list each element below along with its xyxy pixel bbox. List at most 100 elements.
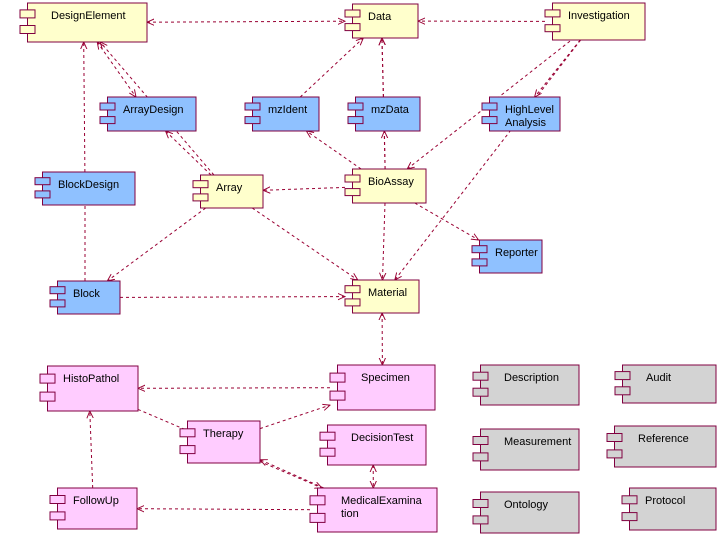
- component-label: Therapy: [203, 428, 244, 440]
- component-tab: [471, 258, 488, 267]
- dependency-bio-assay-to-reporter: [414, 202, 479, 240]
- component-mz-data[interactable]: mzData: [347, 96, 421, 132]
- component-tab: [19, 9, 36, 19]
- component-body: [327, 424, 427, 466]
- component-tab: [621, 495, 638, 505]
- component-tab: [614, 386, 631, 396]
- component-tab: [99, 116, 116, 125]
- component-tab: [49, 511, 66, 521]
- component-body: [200, 174, 264, 209]
- component-tab: [472, 515, 489, 525]
- component-description[interactable]: Description: [472, 364, 580, 406]
- component-tab: [344, 298, 361, 307]
- component-body: [629, 487, 717, 531]
- component-ontology[interactable]: Ontology: [472, 491, 580, 534]
- component-tab: [329, 372, 346, 383]
- component-body: [107, 96, 197, 132]
- component-array-design[interactable]: ArrayDesign: [99, 96, 197, 132]
- component-body: [352, 3, 419, 39]
- component-body: [352, 279, 420, 314]
- component-tab: [319, 447, 336, 457]
- dependency-block-to-material: [119, 297, 345, 298]
- dependency-bio-assay-to-array: [263, 187, 346, 190]
- component-label: Specimen: [361, 372, 410, 384]
- dependency-design-element-to-data: [147, 21, 345, 22]
- components: DesignElement Data InvestigationArrayDesig…: [19, 2, 717, 534]
- dependency-specimen-to-histo-pathol: [138, 388, 331, 389]
- component-label: HistoPathol: [63, 373, 119, 385]
- component-label: Reference: [638, 433, 689, 445]
- component-body: [42, 171, 136, 206]
- component-protocol[interactable]: Protocol: [621, 487, 717, 531]
- component-tab: [481, 116, 498, 125]
- dependency-array-to-array-design: [166, 131, 212, 176]
- component-bio-assay[interactable]: BioAssay: [344, 168, 427, 204]
- component-label: Audit: [646, 372, 671, 384]
- component-label: Ontology: [504, 499, 549, 511]
- dependency-investigation-to-material: [395, 39, 582, 280]
- component-body: [552, 2, 646, 41]
- component-body: [27, 2, 148, 43]
- component-body: [622, 364, 717, 404]
- component-tab: [344, 174, 361, 183]
- component-tab: [472, 499, 489, 508]
- component-tab: [49, 286, 66, 295]
- component-label: DecisionTest: [351, 432, 413, 444]
- component-tab: [329, 390, 346, 401]
- component-tab: [344, 285, 361, 294]
- component-body: [252, 96, 320, 132]
- component-body: [47, 365, 139, 412]
- component-label: mzData: [371, 104, 410, 116]
- component-block-design[interactable]: BlockDesign: [34, 171, 136, 206]
- component-label: tion: [341, 508, 359, 520]
- component-tab: [472, 387, 489, 397]
- component-label: HighLevel: [505, 104, 554, 116]
- component-tab: [472, 452, 489, 462]
- component-body: [480, 428, 580, 471]
- component-label: BioAssay: [368, 176, 414, 188]
- component-investigation[interactable]: Investigation: [544, 2, 646, 41]
- dependency-therapy-to-specimen: [259, 405, 330, 430]
- component-body: [479, 239, 543, 274]
- component-specimen[interactable]: Specimen: [329, 364, 436, 411]
- component-reporter[interactable]: Reporter: [471, 239, 543, 274]
- component-decision-test[interactable]: DecisionTest: [319, 424, 427, 466]
- component-label: MedicalExamina: [341, 495, 423, 507]
- component-tab: [39, 373, 56, 384]
- component-reference[interactable]: Reference: [606, 425, 717, 468]
- component-tab: [481, 102, 498, 111]
- component-array[interactable]: Array: [192, 174, 264, 209]
- component-therapy[interactable]: Therapy: [179, 420, 261, 464]
- component-tab: [309, 512, 326, 523]
- component-design-element[interactable]: DesignElement: [19, 2, 148, 43]
- component-audit[interactable]: Audit: [614, 364, 717, 404]
- dependency-block-design-to-design-element: [84, 42, 85, 173]
- component-body: [57, 280, 121, 315]
- component-data[interactable]: Data: [344, 3, 419, 39]
- component-tab: [606, 433, 623, 442]
- component-measurement[interactable]: Measurement: [472, 428, 580, 471]
- component-mz-ident[interactable]: mzIdent: [244, 96, 320, 132]
- component-label: Data: [368, 11, 392, 23]
- component-tab: [179, 428, 196, 438]
- component-body: [480, 364, 580, 406]
- component-tab: [472, 436, 489, 445]
- component-block[interactable]: Block: [49, 280, 121, 315]
- component-label: Investigation: [568, 10, 630, 22]
- component-material[interactable]: Material: [344, 279, 420, 314]
- component-body: [317, 487, 438, 533]
- dependency-array-to-material: [251, 207, 358, 280]
- dependency-design-element-to-array-design: [97, 42, 136, 97]
- component-tab: [179, 445, 196, 455]
- component-tab: [544, 24, 561, 33]
- component-histo-pathol[interactable]: HistoPathol: [39, 365, 139, 412]
- dependency-bio-assay-to-material: [383, 202, 386, 280]
- component-follow-up[interactable]: FollowUp: [49, 487, 138, 530]
- component-tab: [39, 391, 56, 402]
- component-tab: [347, 102, 364, 111]
- component-tab: [244, 116, 261, 125]
- component-tab: [544, 9, 561, 18]
